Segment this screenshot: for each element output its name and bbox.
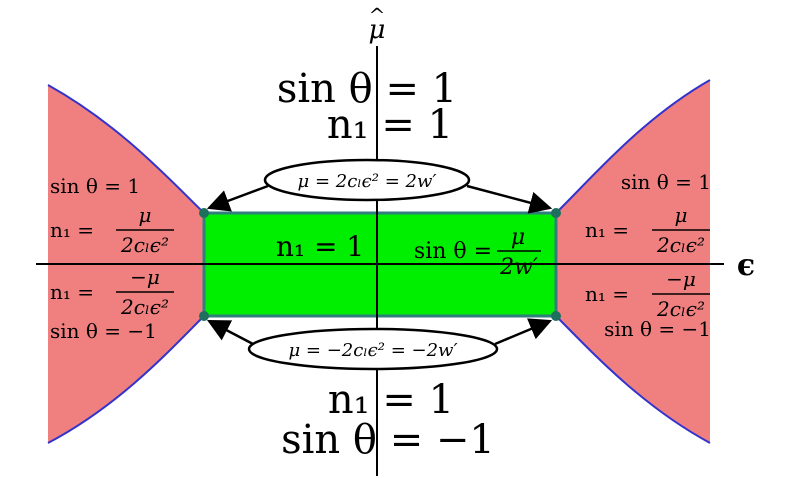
node-top-left	[199, 208, 209, 218]
lower-boundary-label: μ = −2cₗϵ² = −2w′	[288, 340, 457, 361]
left-n-top-prefix: n₁ =	[50, 218, 94, 242]
left-n-bot-den: 2cₗϵ²	[120, 295, 169, 319]
upper-boundary-bubble	[263, 158, 471, 202]
node-top-right	[551, 208, 561, 218]
right-n-bot-prefix: n₁ =	[585, 282, 629, 306]
right-n-bot-num: −μ	[666, 267, 696, 291]
bottom-sin-label: sin θ = −1	[281, 417, 495, 463]
left-n-top-num: μ	[139, 203, 152, 227]
right-wing-region	[556, 80, 710, 443]
right-sin-bot: sin θ = −1	[604, 317, 711, 341]
vertical-axis-hat: ^	[369, 3, 386, 27]
center-n-label: n₁ = 1	[276, 230, 364, 263]
bottom-n-label: n₁ = 1	[328, 377, 454, 423]
left-sin-bot: sin θ = −1	[50, 319, 157, 343]
upper-left-arrow	[206, 184, 269, 212]
lower-right-arrow	[494, 318, 553, 346]
left-wing-lower-edge	[47, 315, 205, 444]
horizontal-axis-label: ϵ	[737, 248, 755, 283]
left-n-bot-prefix: n₁ =	[50, 280, 94, 304]
right-wing-upper-edge	[555, 79, 711, 214]
node-bottom-left	[199, 311, 209, 321]
right-n-top-den: 2cₗϵ²	[656, 233, 705, 257]
right-n-top-prefix: n₁ =	[585, 218, 629, 242]
lower-boundary-bubble	[247, 327, 499, 371]
top-n-label: n₁ = 1	[327, 102, 453, 148]
left-sin-top: sin θ = 1	[50, 174, 140, 198]
lower-left-arrow	[207, 319, 254, 346]
left-n-bot-num: −μ	[130, 265, 160, 289]
left-n-top-den: 2cₗϵ²	[120, 233, 169, 257]
top-sin-label: sin θ = 1	[277, 66, 457, 112]
left-wing-upper-edge	[47, 84, 205, 214]
right-n-bot-den: 2cₗϵ²	[656, 297, 705, 321]
center-sin-num: μ	[511, 225, 525, 250]
center-sin-prefix: sin θ =	[414, 239, 492, 264]
center-sin-den: 2w′	[499, 255, 538, 280]
node-bottom-right	[551, 311, 561, 321]
upper-right-arrow	[466, 184, 553, 214]
vertical-axis-label: μ	[369, 15, 386, 45]
right-sin-top: sin θ = 1	[621, 170, 711, 194]
right-n-top-num: μ	[675, 203, 688, 227]
upper-boundary-label: μ = 2cₗϵ² = 2w′	[298, 171, 437, 192]
right-wing-lower-edge	[555, 315, 711, 444]
